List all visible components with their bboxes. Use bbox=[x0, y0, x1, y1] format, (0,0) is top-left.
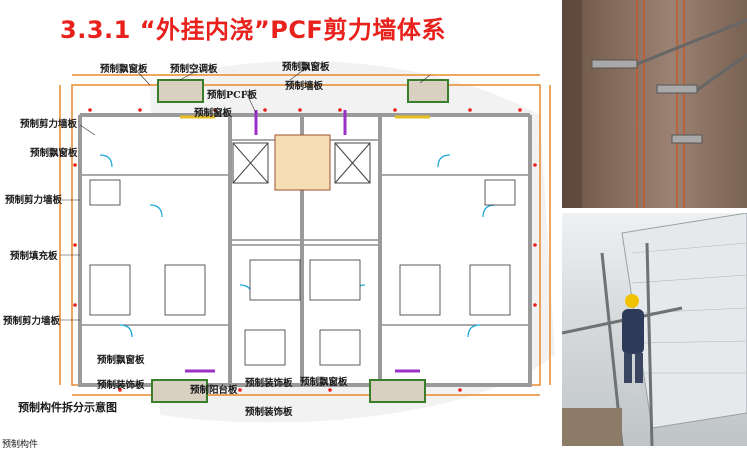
dimension-lines bbox=[59, 74, 551, 396]
label-bay-window-bottom-right: 预制飘窗板 bbox=[300, 376, 348, 388]
cut-off-caption: 预制构件 bbox=[2, 440, 39, 450]
markers bbox=[73, 108, 537, 392]
photo-wall-brackets bbox=[562, 0, 747, 208]
label-shear-wall-left-3: 预制剪力墙板 bbox=[3, 315, 61, 327]
label-decor-board-bottom-1: 预制装饰板 bbox=[97, 379, 145, 391]
label-bay-window-bottom: 预制飘窗板 bbox=[97, 354, 145, 366]
label-window-board: 预制窗板 bbox=[194, 107, 233, 119]
label-wall-board: 预制墙板 bbox=[285, 80, 324, 92]
label-decor-board-bottom-3: 预制装饰板 bbox=[245, 406, 293, 418]
label-bay-window-top-left: 预制飘窗板 bbox=[100, 63, 148, 75]
leader-lines bbox=[60, 64, 431, 321]
label-pcf-board: 预制PCF板 bbox=[207, 89, 257, 101]
label-ac-board-top: 预制空调板 bbox=[170, 63, 218, 75]
label-bay-window-left: 预制飘窗板 bbox=[30, 147, 78, 159]
precast-panels bbox=[151, 79, 449, 403]
label-decor-board-bottom-2: 预制装饰板 bbox=[245, 377, 293, 389]
core-area bbox=[232, 134, 371, 191]
label-infill-board: 预制填充板 bbox=[10, 250, 58, 262]
label-bay-window-top-right: 预制飘窗板 bbox=[282, 61, 330, 73]
label-window-board-bottom: 预制阳台板 bbox=[190, 384, 238, 396]
label-shear-wall-left-2: 预制剪力墙板 bbox=[5, 194, 63, 206]
diagram-caption: 预制构件拆分示意图 bbox=[18, 400, 117, 414]
furniture bbox=[89, 179, 516, 366]
slide-title: 3.3.1 “外挂内浇”PCF剪力墙体系 bbox=[60, 16, 446, 44]
pcf-boards bbox=[185, 110, 420, 373]
structural-walls bbox=[78, 113, 532, 387]
label-shear-wall-left-1: 预制剪力墙板 bbox=[20, 118, 78, 130]
floor-plan-diagram: 预制飘窗板 预制空调板 预制飘窗板 预制PCF板 预制墙板 预制窗板 预制剪力墙… bbox=[3, 61, 555, 423]
photo-worker-installing-panel bbox=[562, 213, 747, 446]
